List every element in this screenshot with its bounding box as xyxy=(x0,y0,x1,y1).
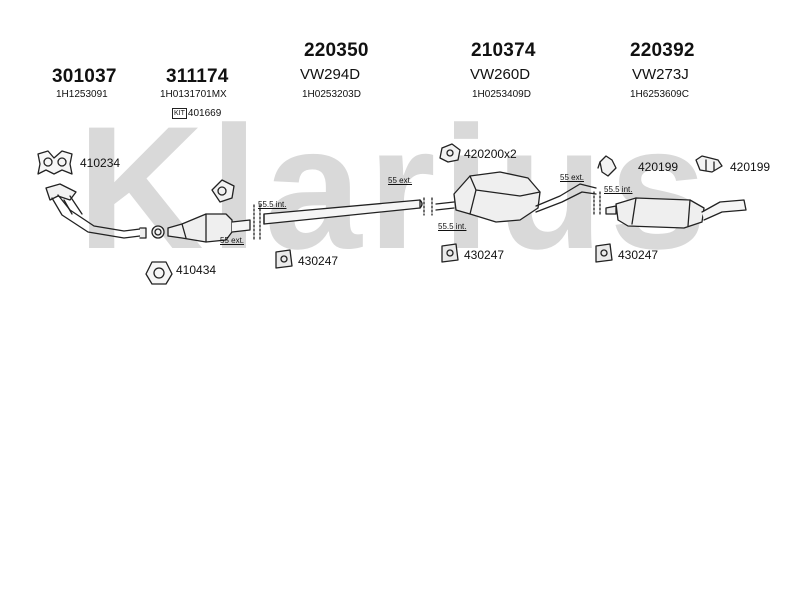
clamp-410434-icon xyxy=(145,261,173,285)
ref-210374: VW260D xyxy=(470,66,531,83)
fitting-420199-a-label: 420199 xyxy=(638,160,679,174)
fitting-430247-b-label: 430247 xyxy=(464,248,505,262)
dimension-label: 55 ext. xyxy=(560,173,585,182)
centre-silencer-icon xyxy=(435,171,597,223)
dimension-label: 55.5 int. xyxy=(604,185,633,194)
dimension-label: 55.5 int. xyxy=(438,222,467,231)
rubber-mount-b-icon xyxy=(441,243,459,263)
oem-number-220392: 1H6253609C xyxy=(630,89,689,100)
oem-number-311174: 1H0131701MX xyxy=(160,89,227,100)
kit-code: 401669 xyxy=(187,108,222,120)
part-number-210374: 210374 xyxy=(471,40,536,61)
hanger-420200-icon xyxy=(439,143,461,163)
fitting-410434-label: 410434 xyxy=(176,263,217,277)
dimension-label: 55 ext. xyxy=(388,176,413,185)
fitting-430247-a-label: 430247 xyxy=(298,254,339,268)
dimension-label: 55.5 int. xyxy=(258,200,287,209)
hanger-420199-b-icon xyxy=(695,155,723,173)
oem-number-210374: 1H0253409D xyxy=(472,89,531,100)
front-pipe-icon xyxy=(45,183,147,239)
part-number-311174: 311174 xyxy=(166,66,229,87)
kit-badge: KIT xyxy=(172,108,187,119)
rear-silencer-icon xyxy=(605,197,747,229)
dimension-label: 55 ext. xyxy=(220,236,245,245)
joint-marks xyxy=(253,191,601,241)
fitting-430247-c-label: 430247 xyxy=(618,248,659,262)
fitting-420199-b-label: 420199 xyxy=(730,160,771,174)
part-number-220392: 220392 xyxy=(630,40,695,61)
ref-220350: VW294D xyxy=(300,66,361,83)
fitting-410234-label: 410234 xyxy=(80,156,121,170)
oem-number-220350: 1H0253203D xyxy=(302,89,361,100)
rubber-mount-c-icon xyxy=(595,243,613,263)
hanger-420199-a-icon xyxy=(597,155,617,177)
ref-220392: VW273J xyxy=(632,66,689,83)
oem-number-301037: 1H1253091 xyxy=(56,89,108,100)
gasket-410234-icon xyxy=(37,150,73,175)
intermediate-pipe-icon xyxy=(263,199,423,225)
part-number-220350: 220350 xyxy=(304,40,369,61)
part-number-301037: 301037 xyxy=(52,66,117,87)
fitting-420200-label: 420200x2 xyxy=(464,147,517,161)
rubber-mount-a-icon xyxy=(275,249,293,269)
catalytic-converter-icon xyxy=(151,179,251,243)
